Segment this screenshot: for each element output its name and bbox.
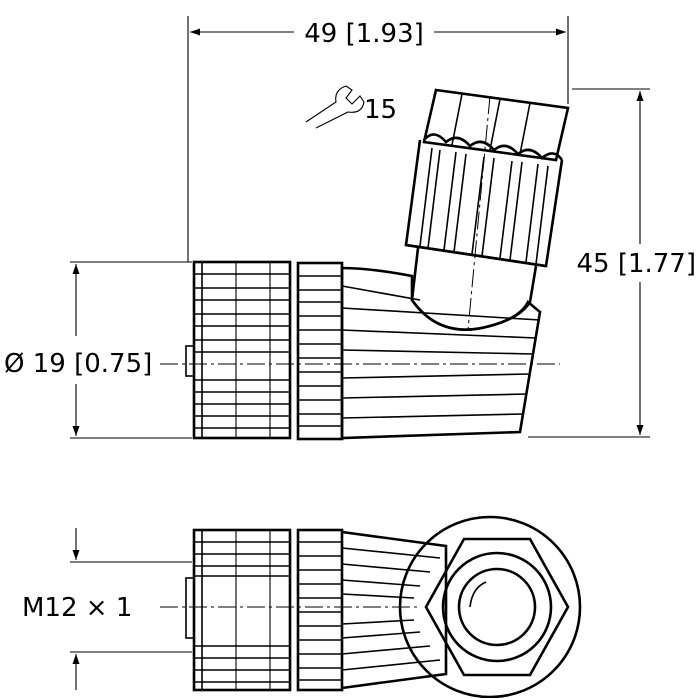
thread-dimension-label: M12 × 1 [22,593,132,623]
hex-nut-end-view [398,515,582,698]
angled-housing [340,266,542,440]
knurled-nut [185,260,292,440]
dimension-width: 49 [1.93] [187,16,569,262]
coupling-ring [289,261,344,441]
dimension-height: 45 [1.77] [528,88,696,438]
coupling-ring-bottom [289,528,344,692]
side-view: 49 [1.93] 45 [1.77] Ø 19 [0.75] 15 [4,16,696,441]
dimension-thread: M12 × 1 [22,528,192,690]
top-view: M12 × 1 [22,515,582,698]
height-dimension-label: 45 [1.77] [576,249,696,279]
coupling-nut-top [404,88,570,331]
dimension-diameter: Ø 19 [0.75] [4,261,192,439]
knurled-nut-bottom [185,528,292,692]
wrench-icon [305,85,365,129]
diameter-dimension-label: Ø 19 [0.75] [4,349,152,379]
wrench-size: 15 [305,85,397,129]
angled-housing-bottom [341,530,448,690]
width-dimension-label: 49 [1.93] [304,19,424,49]
wrench-size-label: 15 [364,95,397,125]
